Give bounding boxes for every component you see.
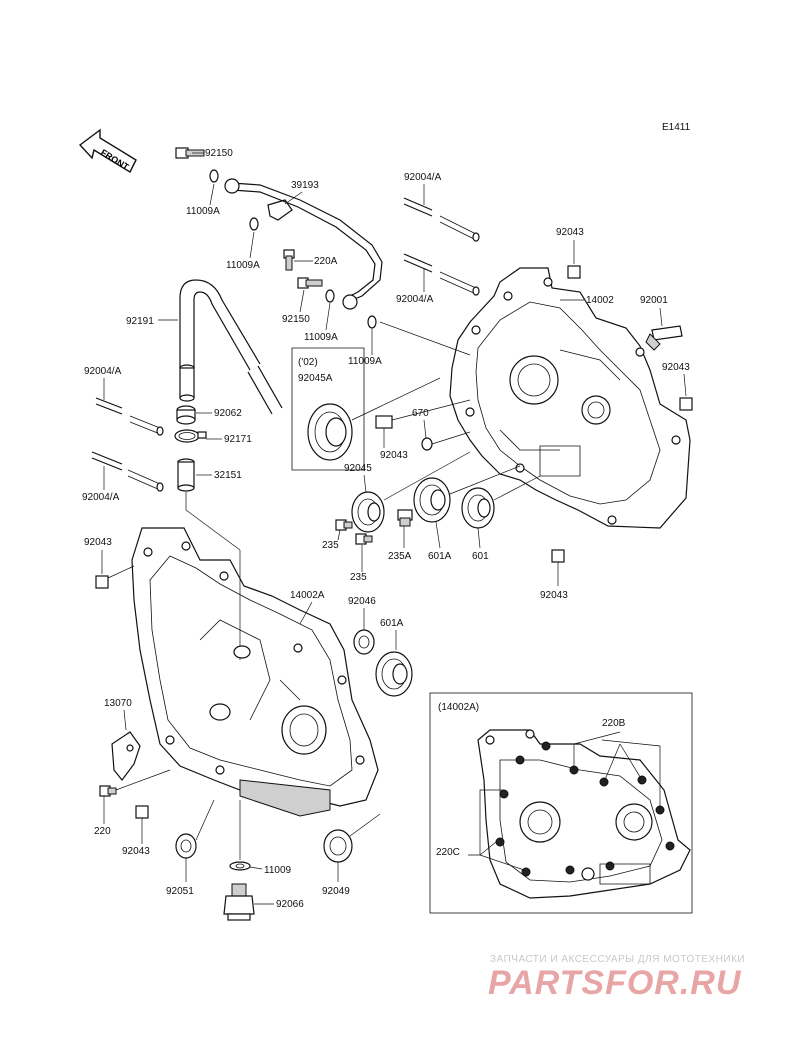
dowel-92043-3: [375, 415, 393, 429]
bearing-92045A: [307, 403, 353, 461]
stud-92004A-left-lower: [91, 451, 164, 492]
washer-11009A-b: [249, 217, 259, 231]
pipe-32151: [177, 458, 195, 492]
diagram-code: E1411: [662, 122, 691, 133]
bearing-92046: [353, 629, 375, 655]
label-92043-5: 92043: [540, 590, 568, 601]
drain-bolt-92066: [223, 883, 255, 921]
label-92043-6: 92043: [122, 846, 150, 857]
stud-92004A-right-upper: [403, 197, 480, 242]
watermark-tagline: ЗАПЧАСТИ И АКСЕССУАРЫ ДЛЯ МОТОТЕХНИКИ: [490, 954, 746, 965]
label-92066: 92066: [276, 899, 304, 910]
bearing-group-box: ('02) 92045A: [291, 347, 365, 471]
label-92171: 92171: [224, 434, 252, 445]
label-601A-b: 601A: [380, 618, 404, 629]
washer-11009A-a: [209, 169, 219, 183]
washer-11009A-c: [325, 289, 335, 303]
hose-92191: [179, 279, 283, 415]
inset-label-220C: 220C: [436, 847, 460, 858]
front-arrow-icon: FRONT: [78, 128, 137, 173]
dowel-92043-1: [567, 265, 581, 279]
label-92043-2: 92043: [662, 362, 690, 373]
label-670: 670: [412, 408, 429, 419]
label-02: ('02): [298, 357, 318, 368]
guide-13070: [111, 731, 141, 781]
label-92043-1: 92043: [556, 227, 584, 238]
bearing-601A-a: [413, 477, 451, 523]
clamp-92171: [174, 429, 207, 443]
label-14002A: 14002A: [290, 590, 325, 601]
oil-pipe-39193: [224, 178, 383, 310]
label-11009A-d: 11009A: [348, 356, 382, 367]
label-11009A-b: 11009A: [226, 260, 260, 271]
label-220A: 220A: [314, 256, 338, 267]
label-92043-4: 92043: [84, 537, 112, 548]
bolt-220A: [283, 249, 295, 271]
bolt-220: [99, 785, 117, 797]
label-13070: 13070: [104, 698, 132, 709]
dowel-92043-4: [95, 575, 109, 589]
bearing-92045: [351, 491, 385, 533]
washer-11009: [229, 861, 251, 871]
label-601A-a: 601A: [428, 551, 452, 562]
label-92049: 92049: [322, 886, 350, 897]
watermark-logo: PARTSFOR.RU: [488, 964, 742, 1002]
label-92004A-4: 92004/A: [396, 294, 434, 305]
label-92004A-1: 92004/A: [84, 366, 122, 377]
crankcase-right-14002: [449, 267, 691, 529]
bolt-235-a: [335, 519, 353, 531]
seal-92051: [175, 833, 197, 859]
oring-670: [421, 437, 433, 451]
collar-92062: [176, 405, 196, 425]
washer-11009A-d: [367, 315, 377, 329]
label-601: 601: [472, 551, 489, 562]
label-14002: 14002: [586, 295, 614, 306]
bolt-235-b: [355, 533, 373, 545]
plug-92001: [645, 325, 683, 351]
label-92062: 92062: [214, 408, 242, 419]
stud-92004A-left-upper: [95, 397, 164, 436]
label-235-b: 235: [350, 572, 367, 583]
label-92051: 92051: [166, 886, 194, 897]
label-92004A-3: 92004/A: [404, 172, 442, 183]
label-92001: 92001: [640, 295, 668, 306]
label-11009: 11009: [264, 865, 292, 876]
label-11009A-a: 11009A: [186, 206, 220, 217]
plug-235A: [397, 509, 413, 527]
seal-92049: [323, 829, 353, 863]
label-220: 220: [94, 826, 111, 837]
label-92150-top: 92150: [205, 148, 233, 159]
inset-panel: (14002A) 220B 220C: [429, 692, 693, 914]
label-92045: 92045: [344, 463, 372, 474]
label-92046: 92046: [348, 596, 376, 607]
label-32151: 32151: [214, 470, 242, 481]
crankcase-left-14002A: [131, 527, 379, 817]
label-11009A-c: 11009A: [304, 332, 338, 343]
bearing-601A-b: [375, 651, 413, 697]
label-92043-3: 92043: [380, 450, 408, 461]
label-92191: 92191: [126, 316, 154, 327]
inset-label-220B: 220B: [602, 718, 626, 729]
label-39193: 39193: [291, 180, 319, 191]
dowel-92043-6: [135, 805, 149, 819]
label-92045A: 92045A: [298, 373, 333, 384]
label-92150-mid: 92150: [282, 314, 310, 325]
label-235A: 235A: [388, 551, 412, 562]
label-235-a: 235: [322, 540, 339, 551]
bearing-601: [461, 487, 495, 529]
dowel-92043-5: [551, 549, 565, 563]
dowel-92043-2: [679, 397, 693, 411]
bolt-92150-mid: [297, 277, 323, 289]
label-92004A-2: 92004/A: [82, 492, 120, 503]
stud-92004A-right-lower: [403, 253, 480, 296]
inset-title: (14002A): [438, 702, 479, 713]
